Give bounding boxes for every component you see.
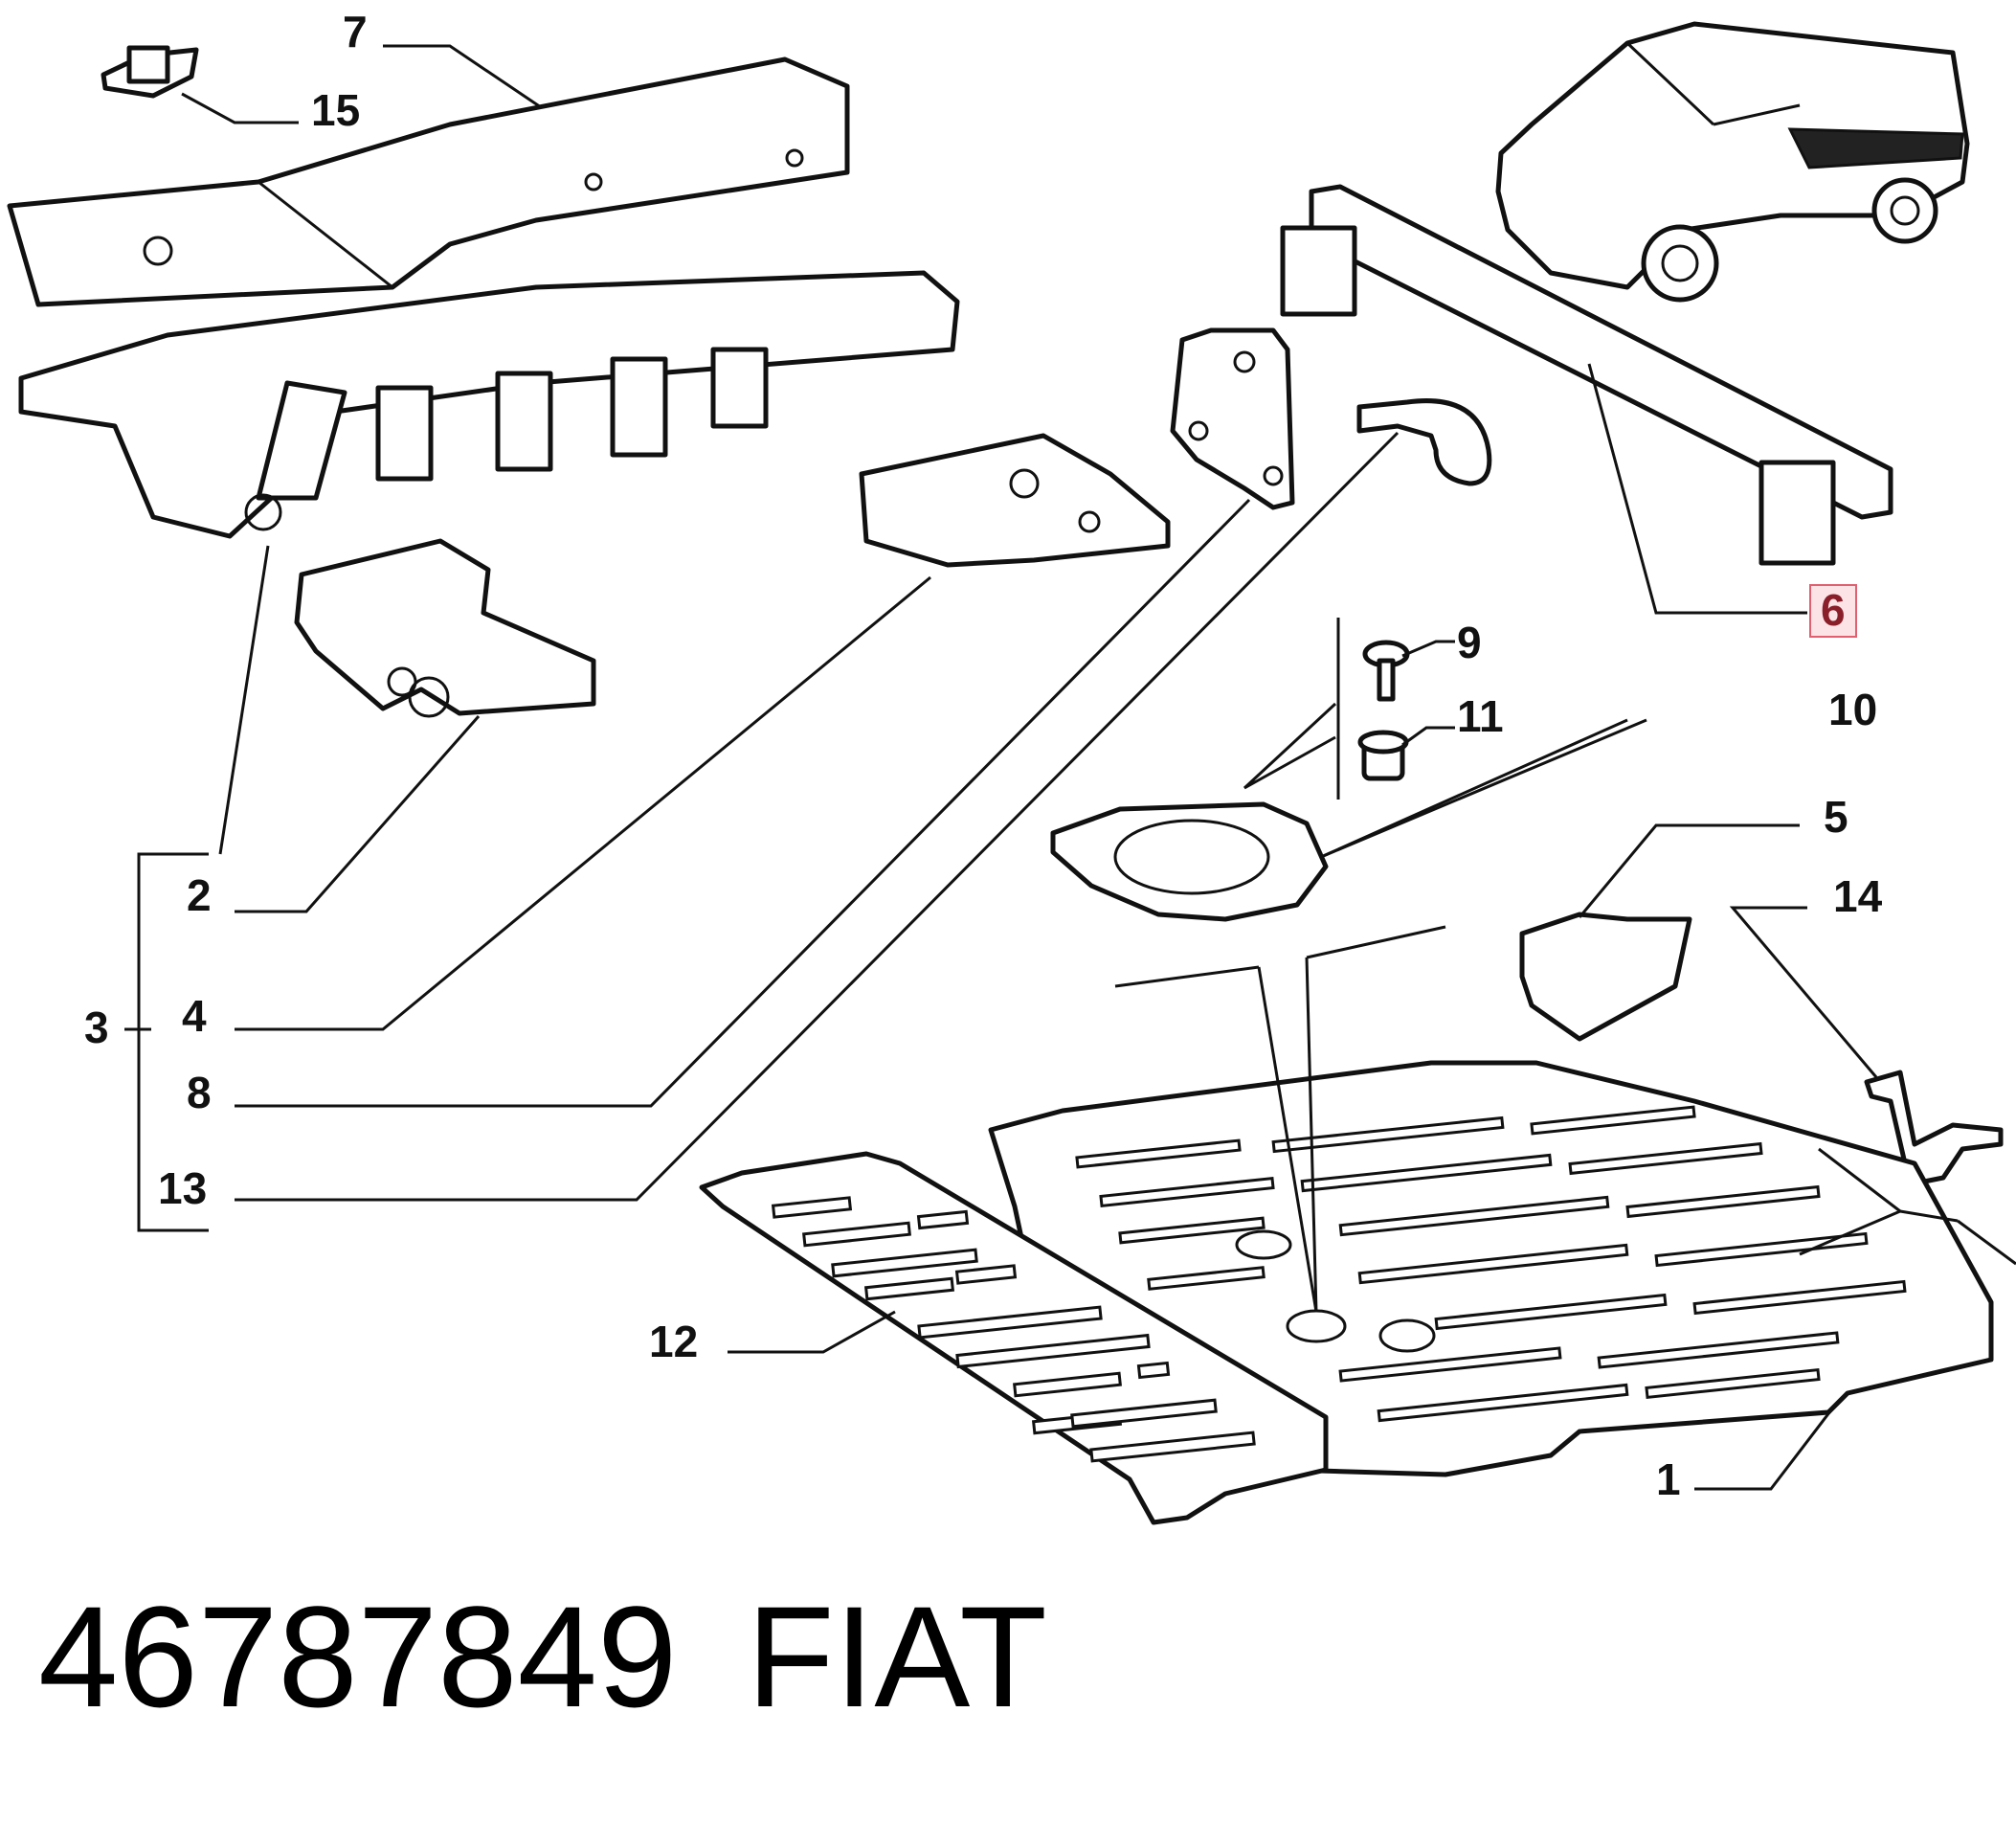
callout-3[interactable]: 3: [84, 1003, 109, 1052]
part-8-mounting-plate[interactable]: [1170, 327, 1295, 510]
callout-8[interactable]: 8: [187, 1068, 212, 1117]
callout-2[interactable]: 2: [187, 870, 212, 920]
part-number: 46787849: [38, 1576, 678, 1737]
part-4-crossmember-bracket[interactable]: [859, 433, 1171, 568]
leader-lines: [124, 44, 2016, 1491]
part-15-clip[interactable]: [101, 45, 199, 99]
part-14-clamp-strap[interactable]: [1864, 1070, 2004, 1185]
callout-9[interactable]: 9: [1457, 618, 1482, 667]
part-9-screw[interactable]: [1362, 640, 1410, 702]
callout-4[interactable]: 4: [182, 991, 207, 1041]
brand-name: FIAT: [747, 1576, 1047, 1737]
rear-floor-panel-ribs: [771, 1196, 1256, 1463]
part-6-rear-cross-beam[interactable]: [1280, 184, 1893, 566]
callout-13[interactable]: 13: [158, 1163, 208, 1213]
part-7-longitudinal-rail[interactable]: [7, 56, 850, 307]
vehicle-illustration: [1495, 21, 1970, 303]
callout-5[interactable]: 5: [1824, 792, 1848, 842]
part-12-rear-floor-panel[interactable]: [699, 1151, 1329, 1525]
callout-14[interactable]: 14: [1833, 871, 1883, 921]
floor-pan-ribs: [1075, 1105, 1907, 1423]
part-11-plug[interactable]: [1357, 730, 1409, 781]
callout-10[interactable]: 10: [1828, 685, 1878, 734]
part-2-bracket-assembly[interactable]: [294, 538, 596, 718]
callout-6[interactable]: 6: [1809, 584, 1857, 638]
part-5-bracket[interactable]: [1519, 912, 1692, 1042]
callout-12[interactable]: 12: [649, 1317, 699, 1366]
callout-11[interactable]: 11: [1457, 691, 1504, 741]
part-10-spare-wheel-plate[interactable]: [1050, 801, 1329, 922]
part-13-hook[interactable]: [1356, 398, 1492, 486]
part-3-frame-assembly[interactable]: [18, 270, 960, 539]
callout-15[interactable]: 15: [311, 85, 361, 135]
callout-7[interactable]: 7: [343, 7, 368, 56]
callout-1[interactable]: 1: [1656, 1454, 1681, 1504]
